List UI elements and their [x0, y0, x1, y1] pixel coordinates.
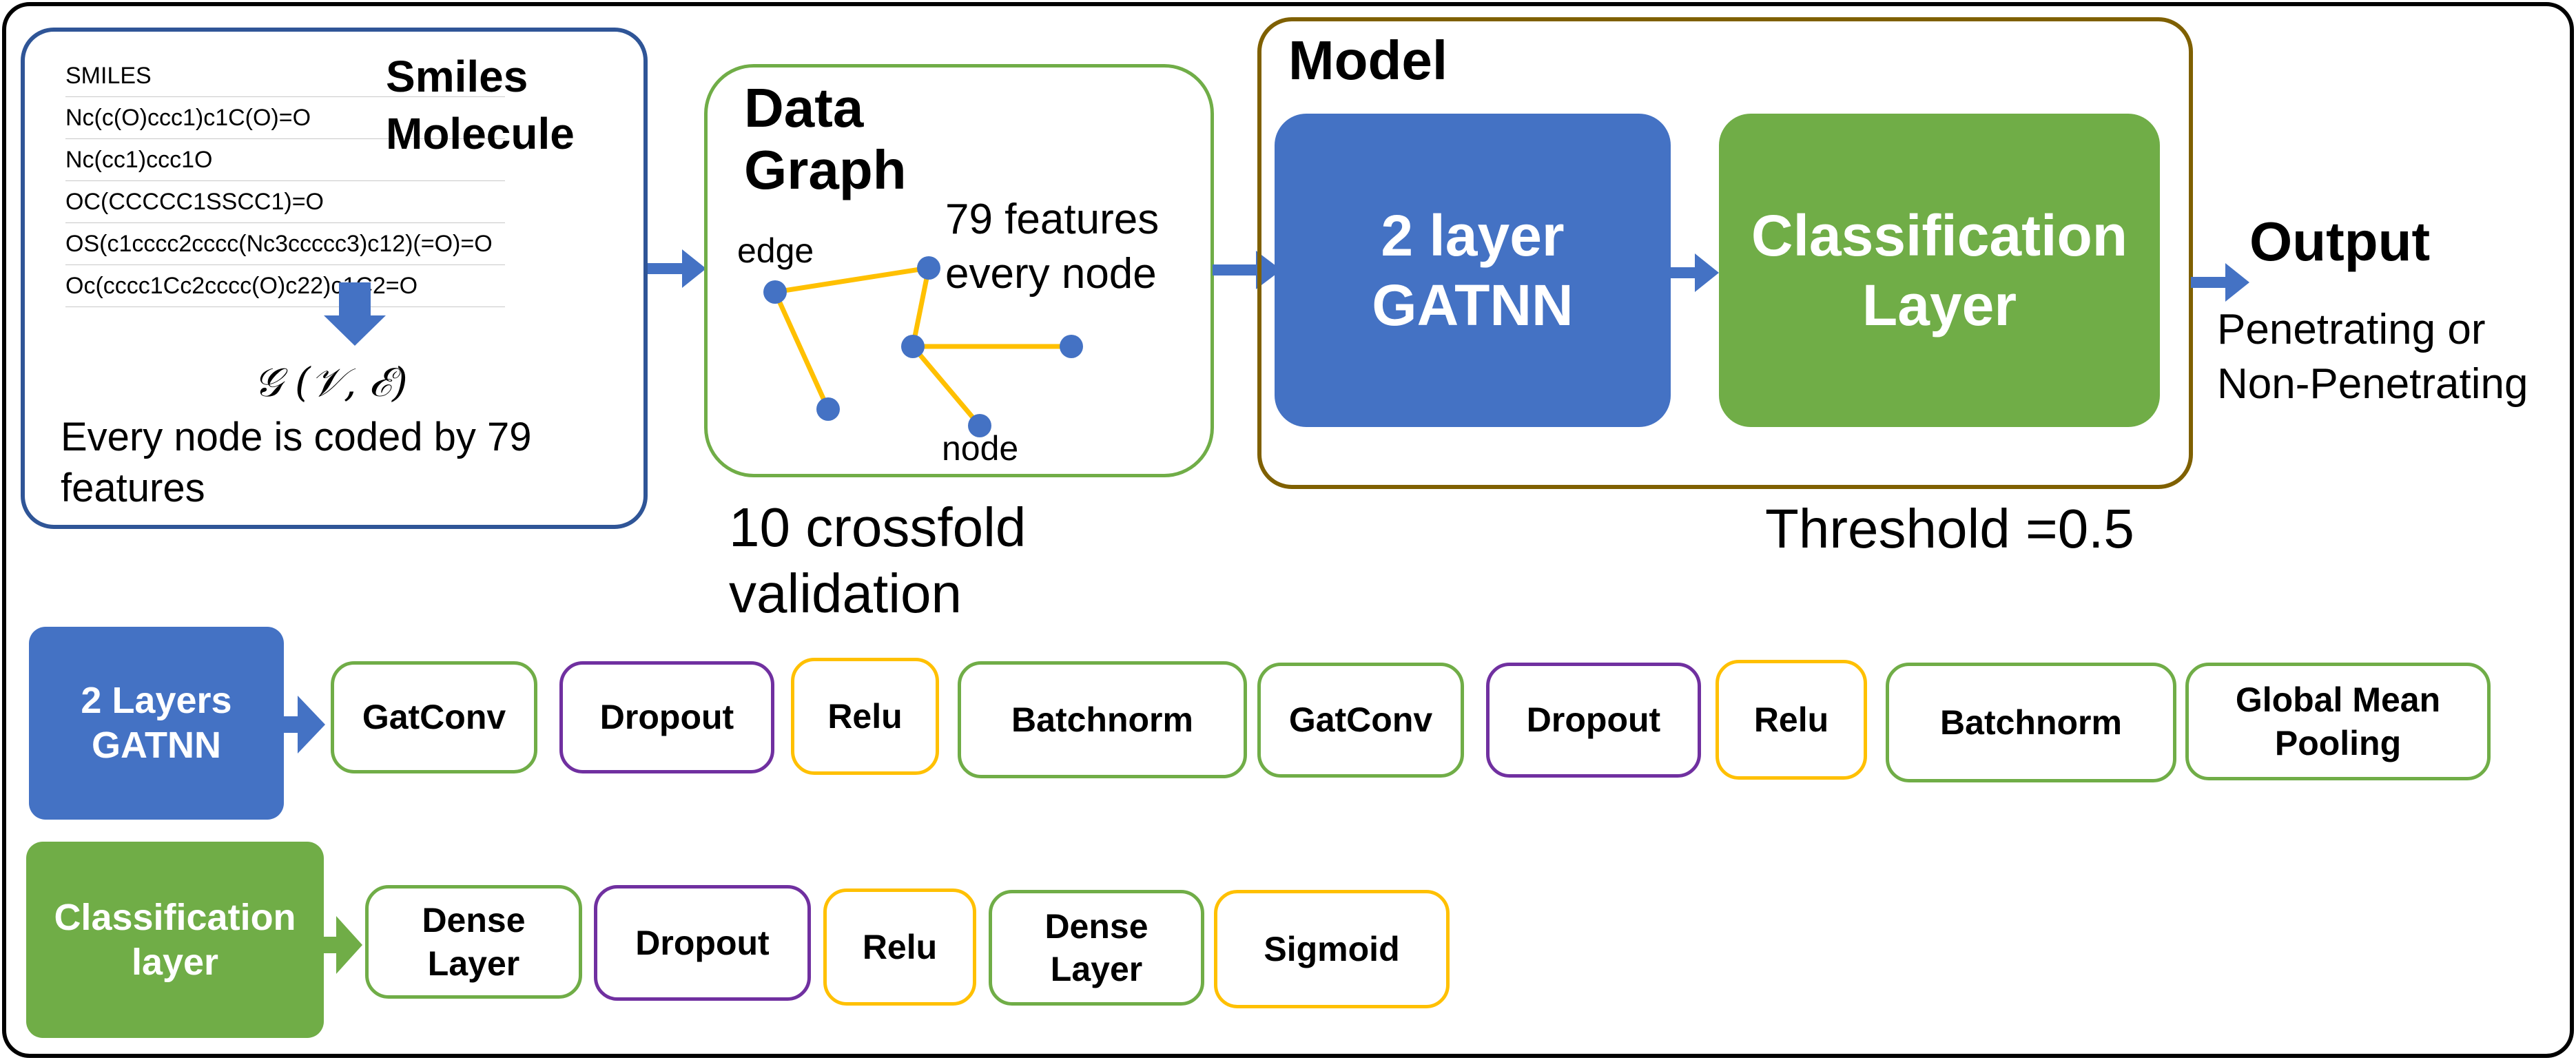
down-arrow-icon [324, 282, 386, 346]
smiles-row: Nc(cc1)ccc1O [65, 139, 505, 181]
data-graph-title: Data Graph [744, 77, 907, 200]
smiles-row: Nc(c(O)ccc1)c1C(O)=O [65, 97, 505, 139]
smiles-row: Oc(cccc1Cc2cccc(O)c22)c1C2=O [65, 265, 505, 307]
smiles-row: OS(c1cccc2cccc(Nc3ccccc3)c12)(=O)=O [65, 223, 505, 265]
dropout-step: Dropout [559, 661, 774, 773]
smiles-table-header: SMILES [65, 55, 505, 97]
output-description: Penetrating or Non-Penetrating [2217, 306, 2528, 408]
output-title: Output [2249, 211, 2431, 272]
relu-step: Relu [823, 888, 976, 1006]
crossfold-label: 10 crossfold validation [729, 497, 1027, 624]
dense-layer-step: Dense Layer [989, 890, 1204, 1006]
sigmoid-step: Sigmoid [1214, 890, 1450, 1008]
features-label: 79 features every node [945, 196, 1160, 298]
smiles-row: OC(CCCCC1SSCC1)=O [65, 181, 505, 223]
node-feature-description: Every node is coded by 79 features [61, 415, 532, 511]
batchnorm-step: Batchnorm [958, 661, 1247, 778]
dropout-step: Dropout [1486, 663, 1701, 778]
gatnn-pipeline-label: 2 Layers GATNN [29, 627, 284, 820]
classification-block: Classification Layer [1719, 114, 2160, 427]
arrow-right-icon [284, 696, 325, 754]
arrow-right-icon [1213, 251, 1281, 289]
model-title: Model [1288, 30, 1448, 91]
graph-notation: 𝒢 (𝒱, ℰ) [254, 358, 408, 406]
global-mean-pooling-step: Global Mean Pooling [2185, 663, 2491, 780]
gatconv-step: GatConv [331, 661, 537, 773]
gatconv-step: GatConv [1257, 663, 1464, 778]
relu-step: Relu [1715, 660, 1867, 780]
smiles-panel [21, 28, 648, 529]
graph-nodes [763, 256, 1083, 437]
gatnn-block: 2 layer GATNN [1275, 114, 1671, 427]
node-label: node [942, 429, 1019, 468]
graph-illustration [763, 256, 1083, 437]
graph-edges [772, 265, 1074, 428]
arrow-right-icon [648, 249, 706, 288]
dense-layer-step: Dense Layer [365, 885, 582, 999]
model-panel [1257, 17, 2193, 489]
relu-step: Relu [791, 658, 939, 775]
arrow-right-icon [324, 916, 362, 974]
arrow-right-icon [2191, 263, 2249, 302]
edge-label: edge [737, 231, 814, 270]
threshold-label: Threshold =0.5 [1765, 498, 2134, 559]
data-graph-panel [704, 64, 1214, 477]
batchnorm-step: Batchnorm [1886, 663, 2176, 782]
dropout-step: Dropout [594, 885, 811, 1001]
classification-pipeline-label: Classification layer [26, 842, 324, 1038]
arrow-right-icon [1671, 253, 1719, 292]
smiles-panel-title: Smiles Molecule [386, 52, 575, 159]
